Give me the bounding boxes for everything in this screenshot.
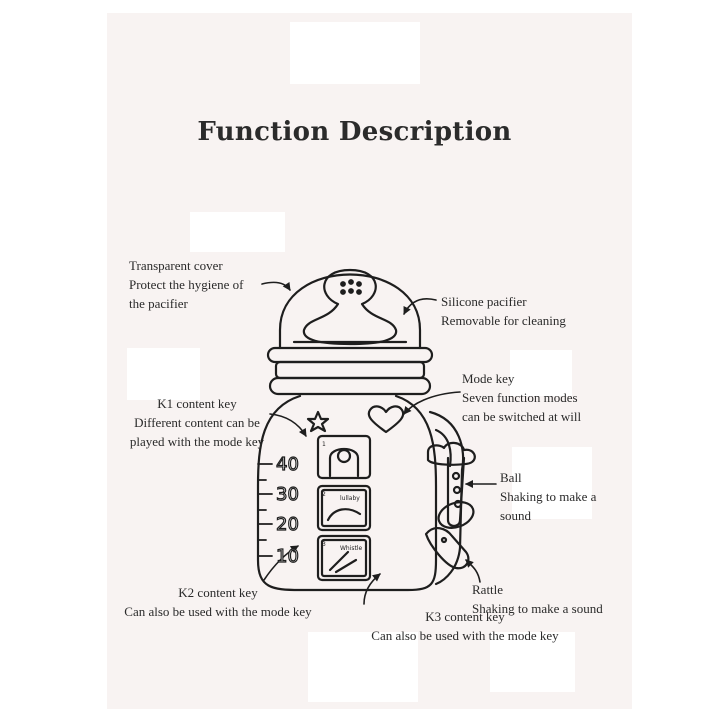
- scale-20: 20: [276, 514, 299, 535]
- k2-word: lullaby: [340, 495, 360, 502]
- k3-word: Whistle: [340, 545, 363, 552]
- label-line: K3 content key: [425, 609, 505, 624]
- label-k3-content-key: K3 content key Can also be used with the…: [359, 607, 571, 645]
- label-mode-key: Mode key Seven function modes can be swi…: [462, 369, 581, 426]
- label-k1-content-key: K1 content key Different content can be …: [112, 394, 282, 451]
- rattle-ring: [437, 501, 475, 529]
- page-title: Function Description: [197, 117, 512, 147]
- ball-ring: [446, 456, 466, 528]
- scale-30: 30: [276, 484, 299, 505]
- label-line: K2 content key: [178, 585, 258, 600]
- background-patch: [190, 212, 285, 252]
- label-line: Different content can be: [134, 415, 260, 430]
- pacifier-nipple: [302, 268, 398, 346]
- star-decoration: [306, 410, 330, 433]
- label-line: Transparent cover: [129, 258, 223, 273]
- label-line: sound: [500, 508, 532, 523]
- label-ball: Ball Shaking to make a sound: [500, 468, 596, 525]
- background-patch: [510, 350, 572, 396]
- label-transparent-cover: Transparent cover Protect the hygiene of…: [129, 256, 243, 313]
- label-line: Rattle: [472, 582, 504, 597]
- bottle-handle: [428, 410, 465, 586]
- label-line: Seven function modes: [462, 390, 578, 405]
- background-patch: [512, 447, 592, 519]
- scale-40: 40: [276, 454, 299, 475]
- label-line: K1 content key: [157, 396, 237, 411]
- label-line: Ball: [500, 470, 522, 485]
- label-k2-content-key: K2 content key Can also be used with the…: [112, 583, 324, 621]
- label-line: played with the mode key: [129, 434, 265, 449]
- label-rattle: Rattle Shaking to make a sound: [472, 580, 603, 618]
- background-patch: [490, 632, 575, 692]
- k2-content-key: [316, 484, 372, 532]
- label-line: Protect the hygiene of: [129, 277, 244, 292]
- label-line: Shaking to make a sound: [472, 601, 603, 616]
- scale-10: 10: [276, 546, 299, 567]
- k2-number: 2: [322, 491, 326, 498]
- k1-content-key: [316, 434, 372, 480]
- label-line: can be switched at will: [462, 409, 582, 424]
- handle-cloud: [426, 441, 476, 466]
- label-line: Can also be used with the mode key: [371, 628, 559, 643]
- k1-number: 1: [322, 441, 326, 448]
- k3-content-key: [316, 534, 372, 582]
- label-line: Silicone pacifier: [441, 294, 527, 309]
- bottle-body: [256, 394, 438, 592]
- label-line: Shaking to make a: [500, 489, 597, 504]
- background-patch: [127, 348, 200, 400]
- k3-number: 3: [322, 541, 326, 548]
- transparent-cover-dome: [278, 273, 422, 350]
- background-patch: [308, 632, 418, 702]
- background-patch: [290, 22, 420, 84]
- mode-key-heart: [367, 405, 405, 434]
- bottle-collar: [266, 346, 434, 364]
- label-line: Mode key: [462, 371, 515, 386]
- rattle-beads: [424, 527, 470, 570]
- label-line: Can also be used with the mode key: [124, 604, 312, 619]
- label-silicone-pacifier: Silicone pacifier Removable for cleaning: [441, 292, 566, 330]
- label-line: the pacifier: [129, 296, 188, 311]
- label-line: Removable for cleaning: [441, 313, 566, 328]
